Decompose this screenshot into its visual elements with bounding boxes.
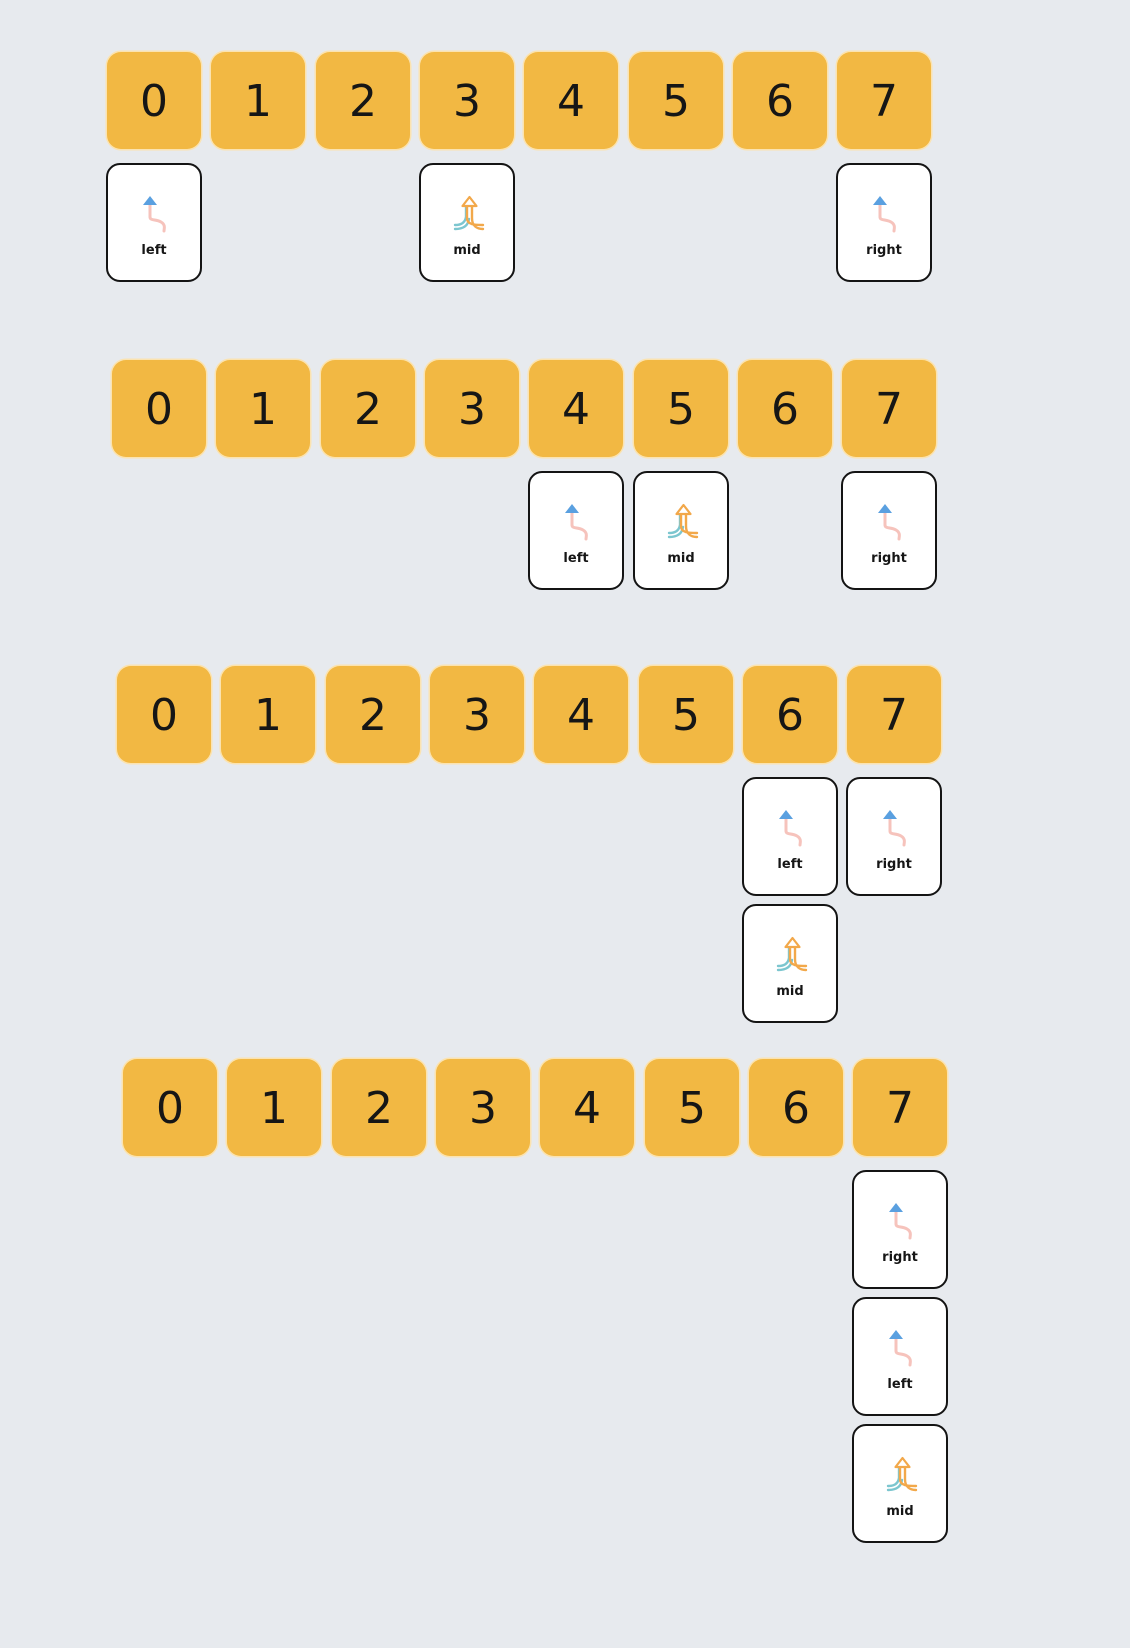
array-cell-3: 3	[425, 360, 519, 457]
pointer-label: left	[887, 1377, 913, 1392]
array-cell-5: 5	[634, 360, 728, 457]
pointer-label: mid	[667, 551, 695, 566]
pointer-label: right	[882, 1250, 918, 1265]
pointer-label: right	[871, 551, 907, 566]
array-cell-2: 2	[321, 360, 415, 457]
turn-up-arrow-icon	[889, 1203, 912, 1240]
turn-up-arrow-icon	[779, 810, 802, 847]
array-cell-2: 2	[316, 52, 410, 149]
pointer-label: left	[141, 243, 167, 258]
array-cell-7: 7	[847, 666, 941, 763]
array-cell-1: 1	[211, 52, 305, 149]
array-cell-3: 3	[430, 666, 524, 763]
merge-arrow-icon	[453, 195, 485, 231]
merge-arrow-icon	[886, 1456, 918, 1492]
pointer-right: right	[852, 1170, 948, 1289]
array-cell-0: 0	[107, 52, 201, 149]
pointer-right: right	[836, 163, 932, 282]
array-cell-3: 3	[420, 52, 514, 149]
pointer-label: left	[563, 551, 589, 566]
array-cell-3: 3	[436, 1059, 530, 1156]
array-cell-1: 1	[216, 360, 310, 457]
pointer-label: left	[777, 857, 803, 872]
pointer-mid: mid	[852, 1424, 948, 1543]
array-cell-5: 5	[645, 1059, 739, 1156]
array-cell-1: 1	[221, 666, 315, 763]
pointer-label: mid	[453, 243, 481, 258]
array-cell-5: 5	[639, 666, 733, 763]
pointer-left: left	[742, 777, 838, 896]
pointer-mid: mid	[419, 163, 515, 282]
pointer-label: right	[876, 857, 912, 872]
pointer-left: left	[106, 163, 202, 282]
pointer-right: right	[841, 471, 937, 590]
array-cell-1: 1	[227, 1059, 321, 1156]
pointer-label: right	[866, 243, 902, 258]
array-cell-7: 7	[837, 52, 931, 149]
pointer-label: mid	[776, 984, 804, 999]
array-cell-6: 6	[733, 52, 827, 149]
pointer-label: mid	[886, 1504, 914, 1519]
array-cell-4: 4	[524, 52, 618, 149]
array-cell-4: 4	[540, 1059, 634, 1156]
array-cell-5: 5	[629, 52, 723, 149]
turn-up-arrow-icon	[143, 196, 166, 233]
array-cell-7: 7	[853, 1059, 947, 1156]
merge-arrow-icon	[776, 936, 808, 972]
turn-up-arrow-icon	[889, 1330, 912, 1367]
array-cell-6: 6	[749, 1059, 843, 1156]
array-cell-6: 6	[738, 360, 832, 457]
pointer-mid: mid	[633, 471, 729, 590]
array-cell-6: 6	[743, 666, 837, 763]
merge-arrow-icon	[667, 503, 699, 539]
turn-up-arrow-icon	[883, 810, 906, 847]
array-cell-7: 7	[842, 360, 936, 457]
array-cell-2: 2	[326, 666, 420, 763]
array-cell-0: 0	[117, 666, 211, 763]
turn-up-arrow-icon	[873, 196, 896, 233]
pointer-right: right	[846, 777, 942, 896]
turn-up-arrow-icon	[565, 504, 588, 541]
pointer-left: left	[528, 471, 624, 590]
pointer-left: left	[852, 1297, 948, 1416]
turn-up-arrow-icon	[878, 504, 901, 541]
array-cell-4: 4	[529, 360, 623, 457]
array-cell-0: 0	[112, 360, 206, 457]
array-cell-0: 0	[123, 1059, 217, 1156]
array-cell-4: 4	[534, 666, 628, 763]
array-cell-2: 2	[332, 1059, 426, 1156]
pointer-mid: mid	[742, 904, 838, 1023]
